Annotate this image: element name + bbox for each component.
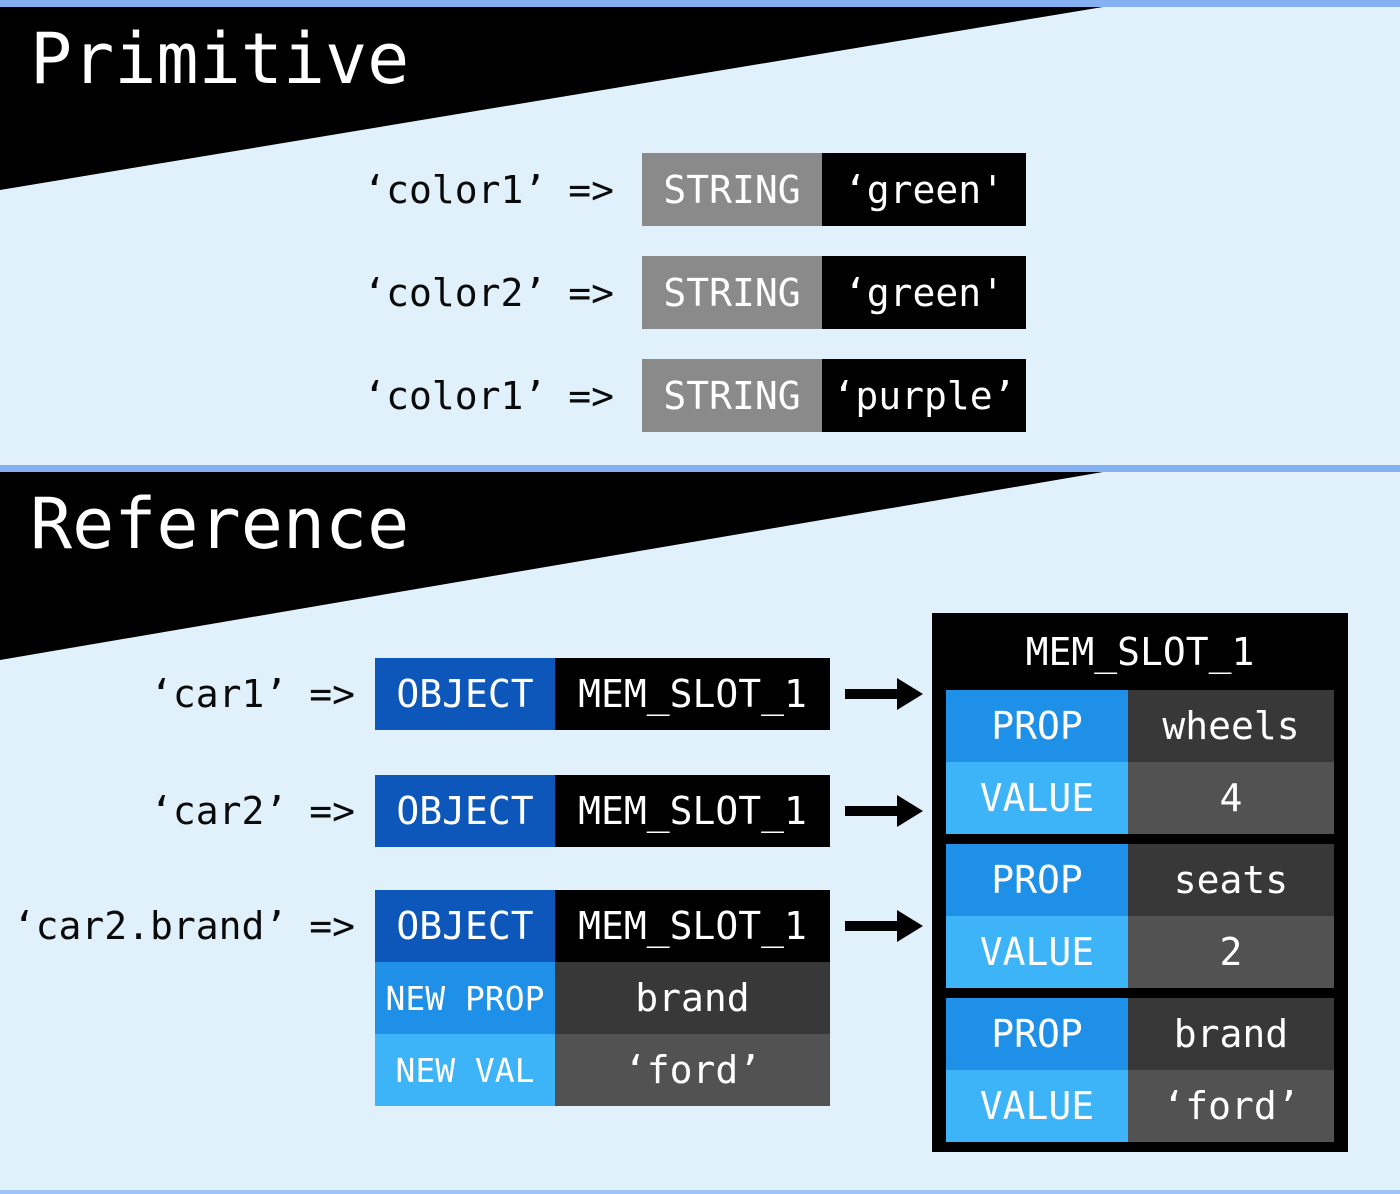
pointer-arrow: [845, 677, 923, 711]
top-divider-bar: [0, 0, 1400, 7]
memory-table-title: MEM_SLOT_1: [1025, 629, 1255, 674]
value-label-cell: VALUE: [946, 762, 1128, 834]
variable-label: ‘car1’: [149, 672, 288, 716]
object-binding-row: ‘car2.brand’ => OBJECT MEM_SLOT_1: [0, 890, 830, 962]
value-data-cell: 2: [1128, 916, 1334, 988]
fat-arrow: =>: [309, 904, 355, 948]
pointer-arrow: [845, 909, 923, 943]
type-cell: OBJECT: [375, 890, 555, 962]
primitive-row: ‘color2’ => STRING ‘green': [0, 256, 1026, 329]
fat-arrow: =>: [568, 373, 614, 418]
reference-row-mutation: ‘car2.brand’ => OBJECT MEM_SLOT_1 NEW PR…: [0, 890, 830, 1106]
primitive-row: ‘color1’ => STRING ‘green': [0, 153, 1026, 226]
new-prop-row: NEW PROP brand: [0, 962, 830, 1034]
value-data-cell: 4: [1128, 762, 1334, 834]
prop-label-cell: PROP: [946, 998, 1128, 1070]
variable-label: ‘color1’: [363, 373, 547, 418]
new-val-row: NEW VAL ‘ford’: [0, 1034, 830, 1106]
value-row: VALUE ‘ford’: [946, 1070, 1334, 1142]
bottom-divider-bar: [0, 1190, 1400, 1194]
prop-row: PROP brand: [946, 998, 1334, 1070]
pointer-arrow: [845, 794, 923, 828]
label-spacer: [0, 1034, 355, 1106]
section-divider-bar: [0, 465, 1400, 472]
variable-label-group: ‘car1’ =>: [0, 658, 355, 730]
prop-row: PROP wheels: [946, 690, 1334, 762]
reference-title: Reference: [30, 483, 410, 565]
memory-slot-cell: MEM_SLOT_1: [555, 775, 830, 847]
variable-label-group: ‘color1’ =>: [0, 153, 614, 226]
type-cell: OBJECT: [375, 658, 555, 730]
memory-entry: PROP brand VALUE ‘ford’: [946, 998, 1334, 1142]
fat-arrow: =>: [568, 167, 614, 212]
label-spacer: [0, 962, 355, 1034]
memory-entry: PROP seats VALUE 2: [946, 844, 1334, 988]
new-prop-value-cell: brand: [555, 962, 830, 1034]
reference-row: ‘car1’ => OBJECT MEM_SLOT_1: [0, 658, 830, 730]
type-cell: STRING: [642, 359, 822, 432]
value-data-cell: ‘ford’: [1128, 1070, 1334, 1142]
value-row: VALUE 4: [946, 762, 1334, 834]
memory-slot-cell: MEM_SLOT_1: [555, 658, 830, 730]
type-cell: OBJECT: [375, 775, 555, 847]
memory-table: MEM_SLOT_1 PROP wheels VALUE 4 PROP seat…: [932, 613, 1348, 1152]
prop-label-cell: PROP: [946, 690, 1128, 762]
variable-label: ‘color2’: [363, 270, 547, 315]
value-row: VALUE 2: [946, 916, 1334, 988]
value-label-cell: VALUE: [946, 1070, 1128, 1142]
prop-name-cell: wheels: [1128, 690, 1334, 762]
variable-label-group: ‘color2’ =>: [0, 256, 614, 329]
variable-label: ‘color1’: [363, 167, 547, 212]
value-label-cell: VALUE: [946, 916, 1128, 988]
type-cell: STRING: [642, 153, 822, 226]
prop-label-cell: PROP: [946, 844, 1128, 916]
new-val-label-cell: NEW VAL: [375, 1034, 555, 1106]
variable-label-group: ‘color1’ =>: [0, 359, 614, 432]
prop-name-cell: brand: [1128, 998, 1334, 1070]
variable-label-group: ‘car2’ =>: [0, 775, 355, 847]
primitive-title: Primitive: [30, 18, 410, 100]
fat-arrow: =>: [309, 672, 355, 716]
variable-label: ‘car2.brand’: [12, 904, 288, 948]
memory-slot-cell: MEM_SLOT_1: [555, 890, 830, 962]
prop-row: PROP seats: [946, 844, 1334, 916]
variable-label-group: ‘car2.brand’ =>: [0, 890, 355, 962]
fat-arrow: =>: [309, 789, 355, 833]
new-val-value-cell: ‘ford’: [555, 1034, 830, 1106]
value-cell: ‘green': [822, 153, 1026, 226]
value-cell: ‘green': [822, 256, 1026, 329]
variable-label: ‘car2’: [149, 789, 288, 833]
prop-name-cell: seats: [1128, 844, 1334, 916]
type-cell: STRING: [642, 256, 822, 329]
primitive-row: ‘color1’ => STRING ‘purple’: [0, 359, 1026, 432]
new-prop-label-cell: NEW PROP: [375, 962, 555, 1034]
fat-arrow: =>: [568, 270, 614, 315]
memory-entry: PROP wheels VALUE 4: [946, 690, 1334, 834]
reference-row: ‘car2’ => OBJECT MEM_SLOT_1: [0, 775, 830, 847]
value-cell: ‘purple’: [822, 359, 1026, 432]
